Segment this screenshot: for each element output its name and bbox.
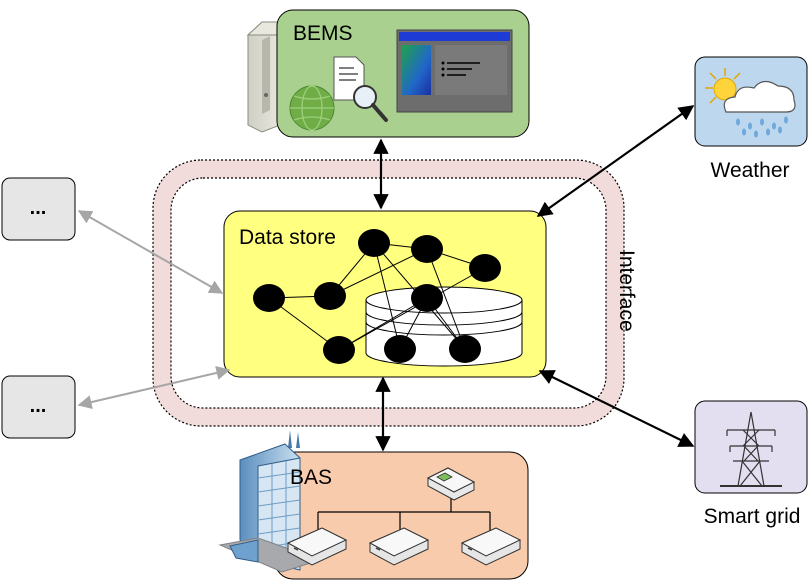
document-search-icon [333,56,388,122]
network-device-icon [368,527,430,566]
graph-nodes [253,229,501,364]
other-system-top-label: ... [30,197,47,219]
bems-node: BEMS [246,9,530,138]
office-building-icon [218,430,322,573]
smart-grid-label: Smart grid [704,505,801,528]
graph-node [314,282,346,310]
arrow-other-bottom-datastore [77,366,231,409]
network-device-icon [460,527,522,566]
graph-node [384,335,416,363]
arrow-datastore-weather [536,105,695,217]
other-system-top-node: ... [1,177,76,241]
power-pylon-icon [720,411,782,487]
connection-arrows [77,105,695,452]
graph-node [411,235,443,263]
bas-node: BAS [218,430,529,580]
other-system-bottom-node: ... [1,375,76,439]
interface-label: Interface [615,250,638,332]
arrow-datastore-smartgrid [538,370,695,447]
bems-label: BEMS [293,22,353,45]
bas-label: BAS [290,466,332,489]
network-device-icon [286,527,348,566]
router-icon [426,467,476,501]
smart-grid-node [694,400,808,494]
graph-node [253,284,285,312]
graph-node [323,336,355,364]
graph-node [469,254,501,282]
other-system-bottom-label: ... [30,395,47,417]
arrow-other-top-datastore [77,210,224,294]
graph-node [449,335,481,363]
weather-node [694,56,808,147]
graph-node [411,284,443,312]
data-store-node: Data store [223,210,547,378]
weather-label: Weather [711,159,790,182]
graph-node [358,229,390,257]
bas-network-lines [317,497,491,532]
data-store-label: Data store [239,226,336,249]
globe-icon [289,85,335,131]
monitor-window-icon [396,29,513,113]
weather-cloud-sun-icon [705,68,796,138]
